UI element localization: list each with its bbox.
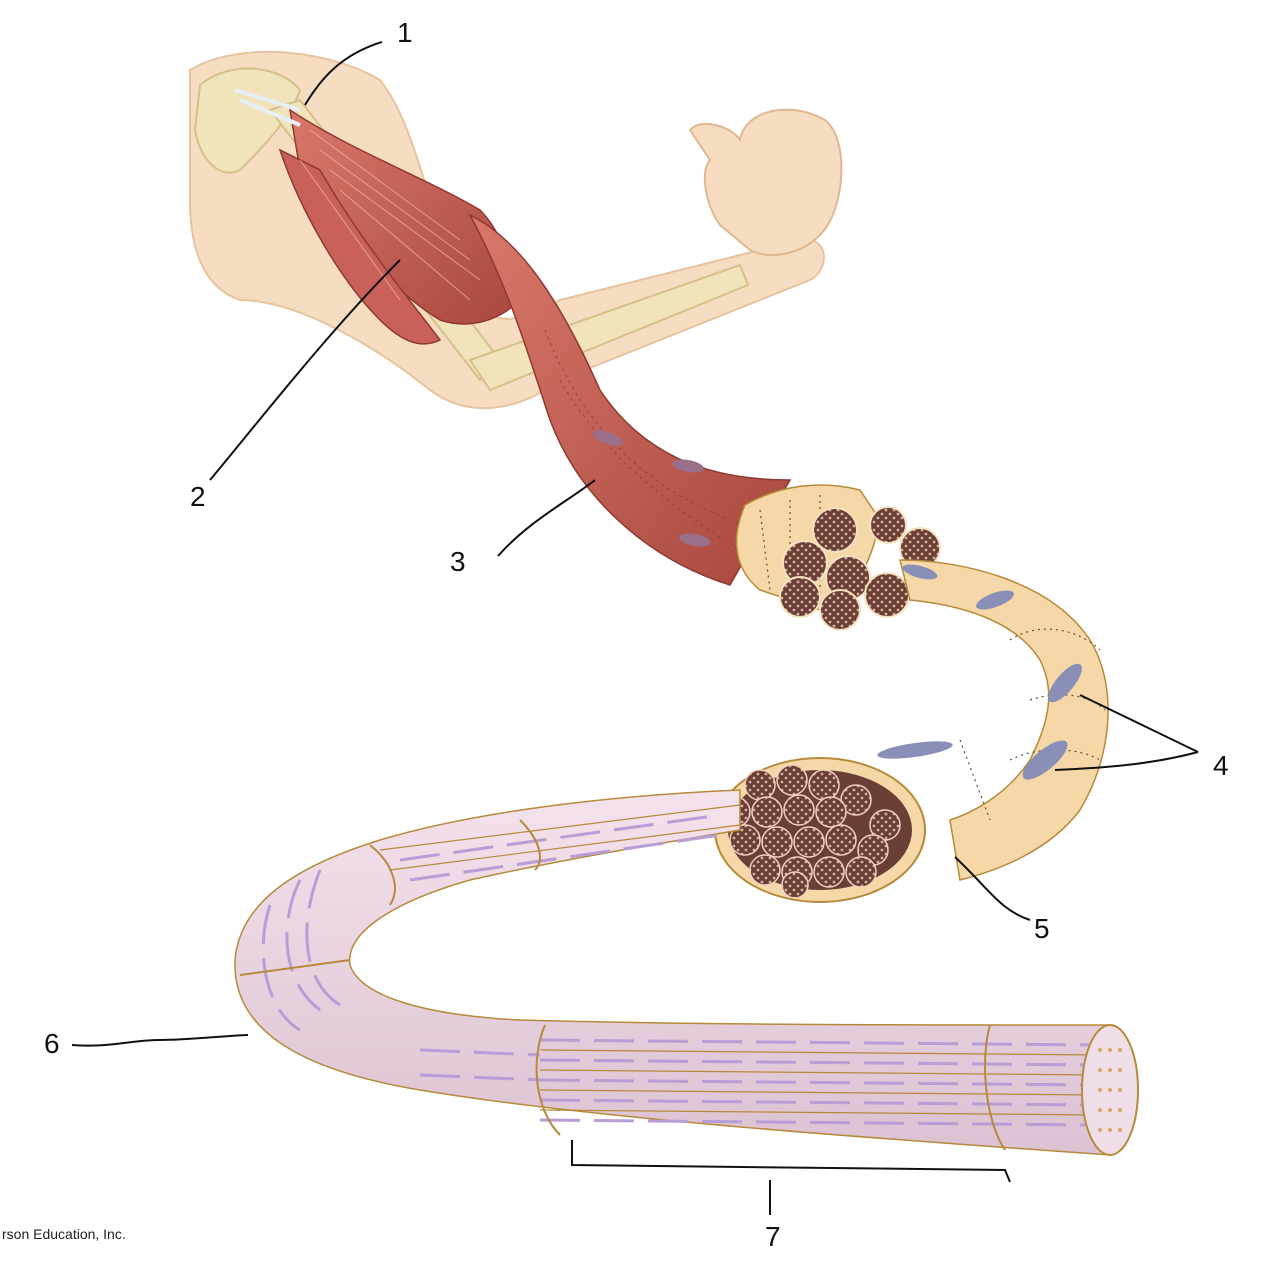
leader-7 — [571, 1140, 1011, 1215]
leader-3 — [497, 479, 596, 557]
fiber-stripes — [261, 813, 1101, 1127]
fiber-lines — [379, 804, 1101, 1116]
fascicle-nucleus — [1048, 663, 1082, 703]
fascicle-ends — [779, 506, 941, 631]
label-7: 7 — [765, 1221, 781, 1252]
muscle-striations — [299, 129, 481, 301]
fascicle-tube — [714, 559, 1109, 903]
label-4: 4 — [1213, 750, 1229, 781]
label-1: 1 — [397, 17, 413, 48]
fascicle-nucleus — [877, 741, 953, 759]
muscle-nucleus — [679, 533, 711, 547]
muscle-nucleus — [672, 459, 704, 473]
fascicle-body — [899, 559, 1109, 881]
muscle-lines — [544, 329, 746, 551]
arm-illustration — [189, 50, 843, 410]
copyright-credit: rson Education, Inc. — [2, 1226, 126, 1242]
label-5: 5 — [1034, 913, 1050, 944]
leader-1 — [304, 41, 383, 106]
leader-lines — [71, 41, 1199, 1215]
fiber-end-dots — [1098, 1048, 1122, 1132]
fiber-bands — [239, 819, 1006, 1151]
fascicle-nucleus — [976, 590, 1014, 610]
fascicle-nucleus — [1022, 740, 1068, 780]
fascicle-nucleus — [902, 564, 938, 580]
leader-4 — [1054, 694, 1199, 771]
label-3: 3 — [450, 546, 466, 577]
label-2: 2 — [190, 481, 206, 512]
leader-2 — [209, 259, 401, 481]
label-6: 6 — [44, 1028, 60, 1059]
muscle-fiber — [234, 789, 1139, 1156]
leader-5 — [954, 856, 1031, 921]
labels: 1 2 3 4 5 6 7 rson Education, Inc. — [2, 17, 1229, 1252]
brachialis-muscle — [278, 148, 442, 345]
shoulder-bone — [193, 67, 302, 174]
leader-6 — [71, 1034, 249, 1047]
tendon — [234, 88, 301, 127]
fist — [688, 108, 843, 256]
muscle-nucleus — [592, 430, 624, 446]
fascicle-tube-dots — [959, 628, 1106, 821]
muscle-tube — [468, 213, 941, 631]
